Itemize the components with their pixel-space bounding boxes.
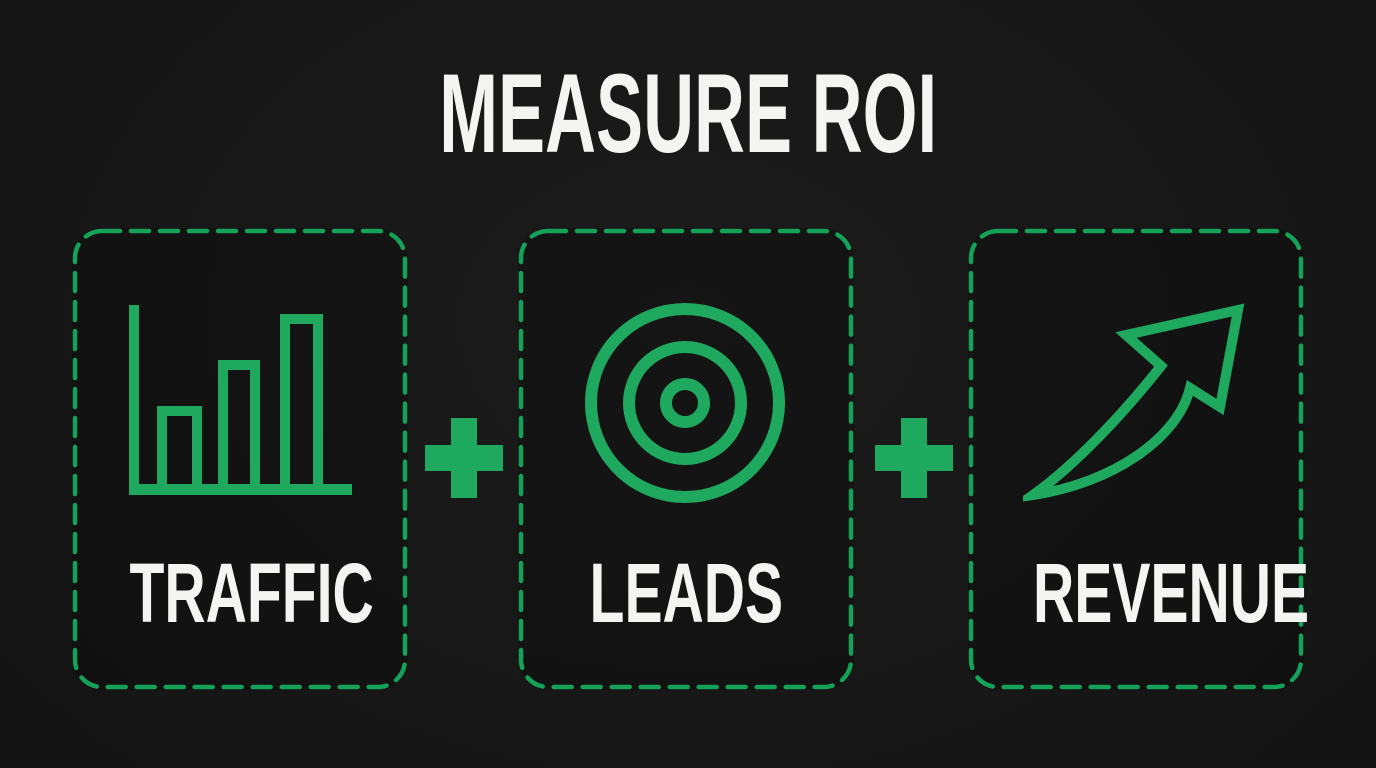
- card-leads: LEADS: [518, 228, 854, 690]
- dashed-border-rect: [72, 228, 408, 690]
- plus-icon: [451, 418, 477, 498]
- bar-tall: [280, 314, 323, 494]
- card-label-leads-text: LEADS: [589, 546, 783, 640]
- card-revenue: REVENUE: [968, 228, 1309, 690]
- target-ring-middle: [623, 341, 747, 465]
- dashed-border-rect: [518, 228, 854, 690]
- dashed-border-rect: [968, 228, 1304, 690]
- bar-medium: [218, 360, 260, 494]
- dashed-border: [518, 228, 854, 690]
- bar-chart-icon: [129, 305, 352, 495]
- card-label-traffic: TRAFFIC: [72, 551, 408, 635]
- plus-separator: [875, 418, 953, 498]
- card-label-revenue-text: REVENUE: [1032, 546, 1310, 640]
- target-ring-outer: [585, 303, 785, 503]
- card-label-traffic-text: TRAFFIC: [129, 546, 374, 640]
- plus-separator: [425, 418, 503, 498]
- card-label-revenue: REVENUE: [968, 551, 1309, 635]
- dashed-border: [72, 228, 408, 690]
- page-title: MEASURE ROI: [0, 58, 1376, 170]
- card-label-leads: LEADS: [518, 551, 854, 635]
- bullseye-target-icon: [585, 303, 785, 503]
- growth-arrow-icon: [1023, 303, 1245, 502]
- plus-icon: [901, 418, 927, 498]
- growth-arrow-path: [1023, 303, 1245, 502]
- dashed-border: [968, 228, 1304, 690]
- target-ring-inner: [660, 378, 710, 428]
- bar-small: [157, 406, 202, 494]
- card-traffic: TRAFFIC: [72, 228, 408, 690]
- page-title-text: MEASURE ROI: [439, 51, 937, 176]
- bar-chart-axis: [129, 305, 139, 495]
